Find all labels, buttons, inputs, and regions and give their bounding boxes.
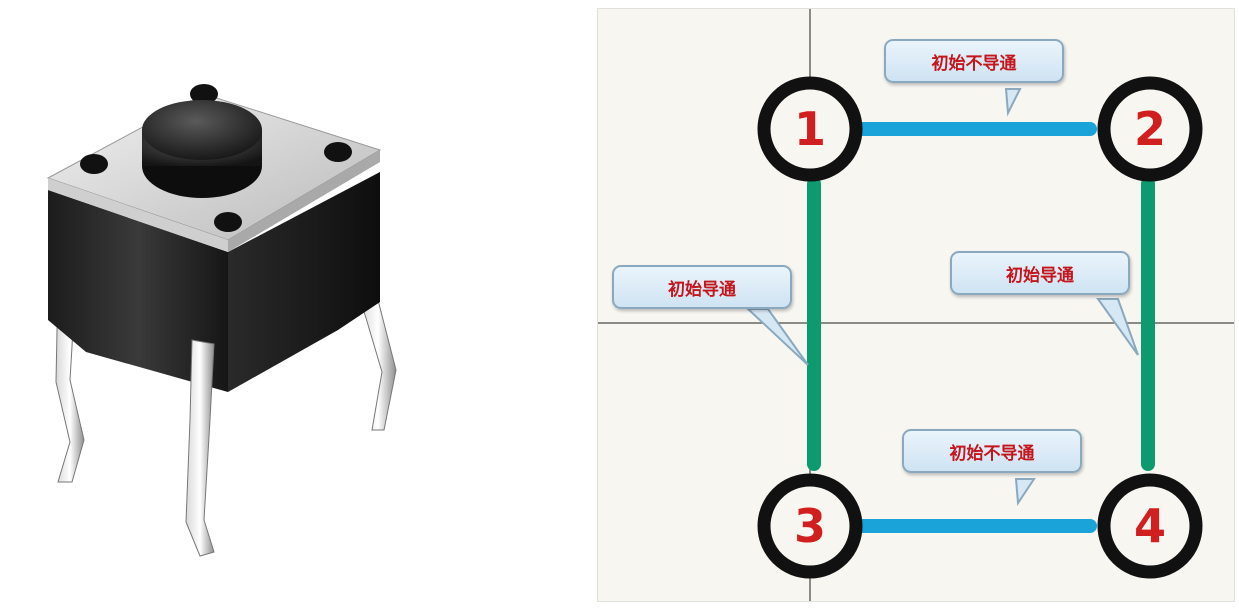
label-bottom: 初始不导通 [902, 429, 1082, 473]
switch-rivet [80, 154, 108, 174]
switch-rivet [190, 84, 218, 104]
label-right-pointer [1096, 298, 1139, 356]
label-top-pointer [1004, 88, 1022, 117]
pinout-diagram: 1 2 3 4 初始不导通 初始不导通 初始导通 初始导通 [597, 8, 1235, 602]
label-bottom-pointer [1014, 478, 1036, 506]
switch-leg-back-right [359, 299, 397, 431]
tactile-switch-illustration [46, 84, 397, 557]
switch-rivet [324, 142, 352, 162]
label-left-pointer [745, 308, 809, 366]
label-top: 初始不导通 [884, 39, 1064, 83]
switch-rivet [214, 212, 242, 232]
switch-body-front [48, 190, 228, 392]
pin-ring-4 [1097, 473, 1203, 579]
switch-actuator-top [142, 100, 262, 160]
label-left: 初始导通 [612, 265, 792, 309]
pin-number-2: 2 [1133, 102, 1166, 156]
pin-ring-1 [757, 76, 863, 182]
switch-leg-front [185, 339, 215, 557]
label-right: 初始导通 [950, 251, 1130, 295]
pin-number-1: 1 [793, 102, 826, 156]
pin-ring-3 [757, 473, 863, 579]
pin-number-4: 4 [1133, 499, 1166, 553]
pin-ring-2 [1097, 76, 1203, 182]
switch-body-side [228, 172, 380, 392]
pin-number-3: 3 [793, 499, 826, 553]
